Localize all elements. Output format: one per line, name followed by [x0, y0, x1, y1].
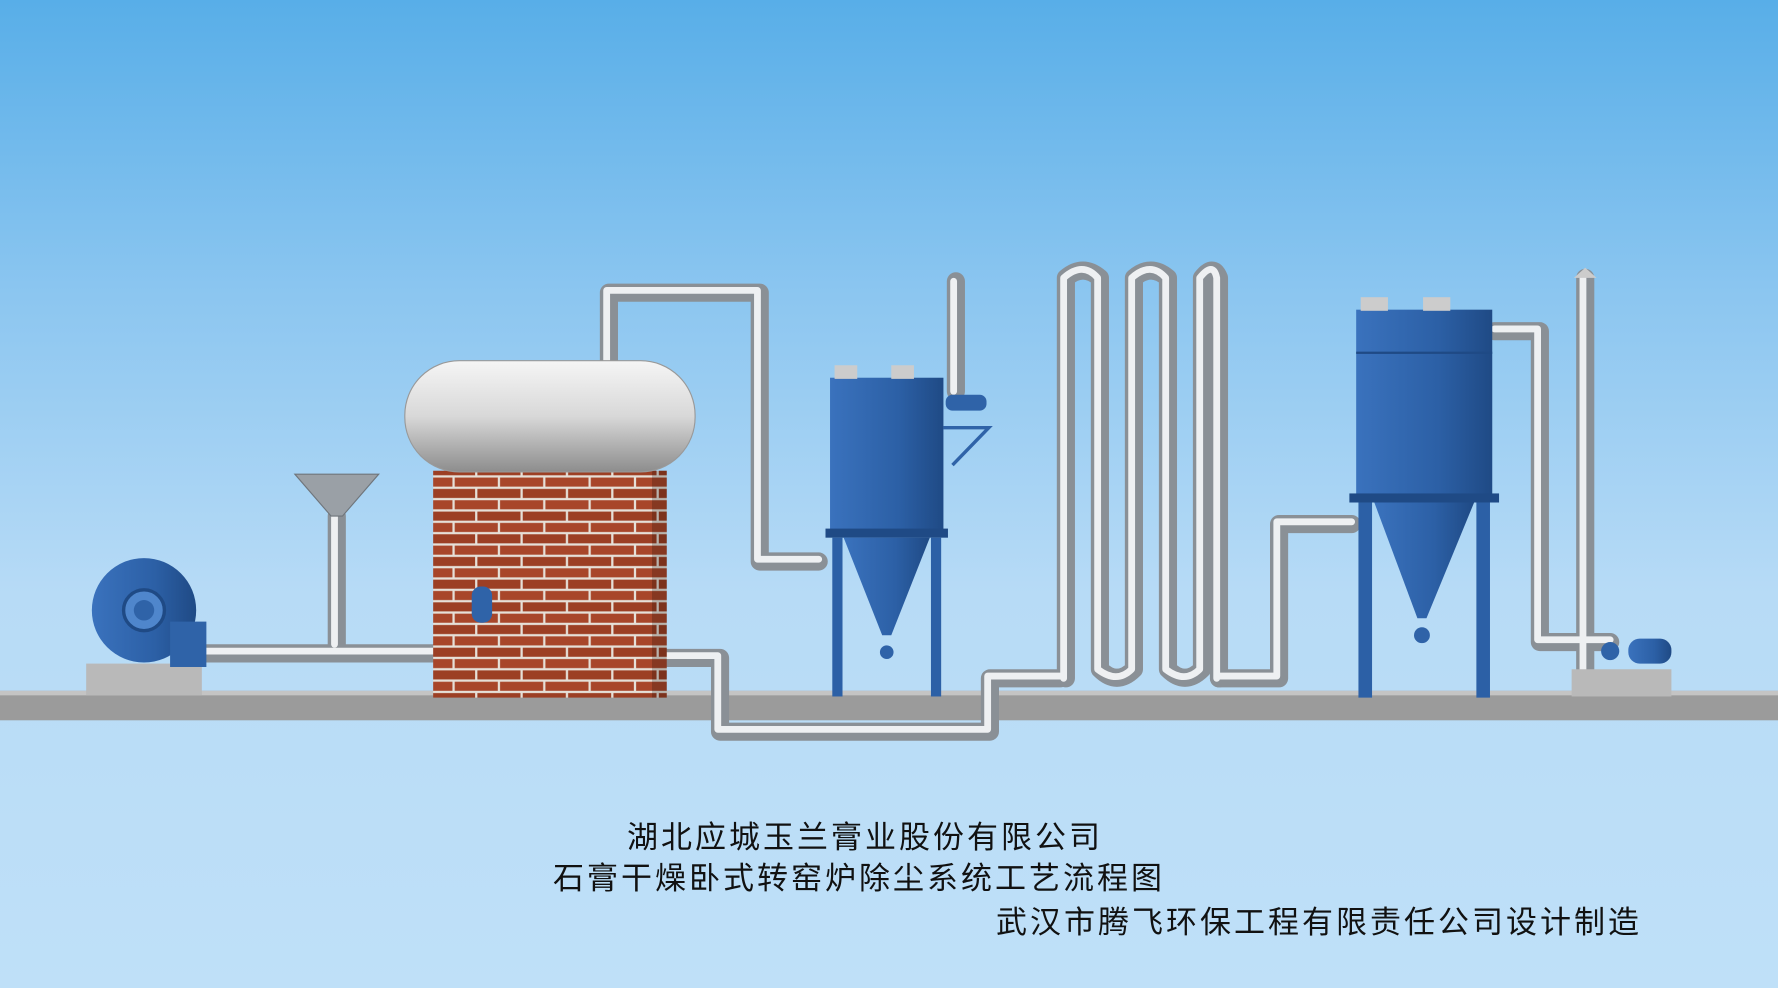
rotary-kiln [404, 360, 696, 698]
stack-cap [1573, 267, 1597, 278]
diagram-title: 石膏干燥卧式转窑炉除尘系统工艺流程图 [553, 861, 1165, 897]
bag-filter-1 [825, 365, 993, 697]
kiln-door [471, 586, 493, 623]
bag-filter-2 [1349, 297, 1500, 698]
blower-fan [86, 558, 207, 696]
designer-caption: 武汉市腾飞环保工程有限责任公司设计制造 [996, 905, 1642, 941]
exhaust-fan [1571, 638, 1672, 697]
client-caption: 湖北应城玉兰膏业股份有限公司 [627, 820, 1103, 856]
pipework [195, 261, 1620, 741]
feed-hopper [293, 473, 380, 517]
